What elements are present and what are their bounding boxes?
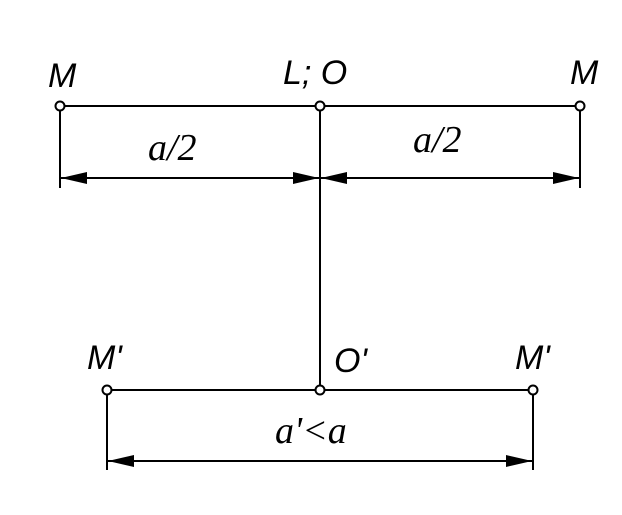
- dimension-label-right-half: a/2: [413, 119, 462, 161]
- point-m-right: [574, 100, 586, 112]
- point-op: [314, 384, 326, 396]
- label-m-right: M: [570, 54, 599, 92]
- label-mp-right: M': [515, 339, 551, 377]
- label-m-left: M: [48, 57, 77, 95]
- point-m-left: [54, 100, 66, 112]
- label-op: O': [334, 342, 368, 380]
- dimension-label-bottom: a'<a: [275, 410, 347, 452]
- point-mp-left: [101, 384, 113, 396]
- point-mp-right: [527, 384, 539, 396]
- label-mp-left: M': [87, 339, 123, 377]
- label-lo: L; O: [283, 54, 347, 92]
- point-o: [314, 100, 326, 112]
- dimension-label-left-half: a/2: [148, 127, 197, 169]
